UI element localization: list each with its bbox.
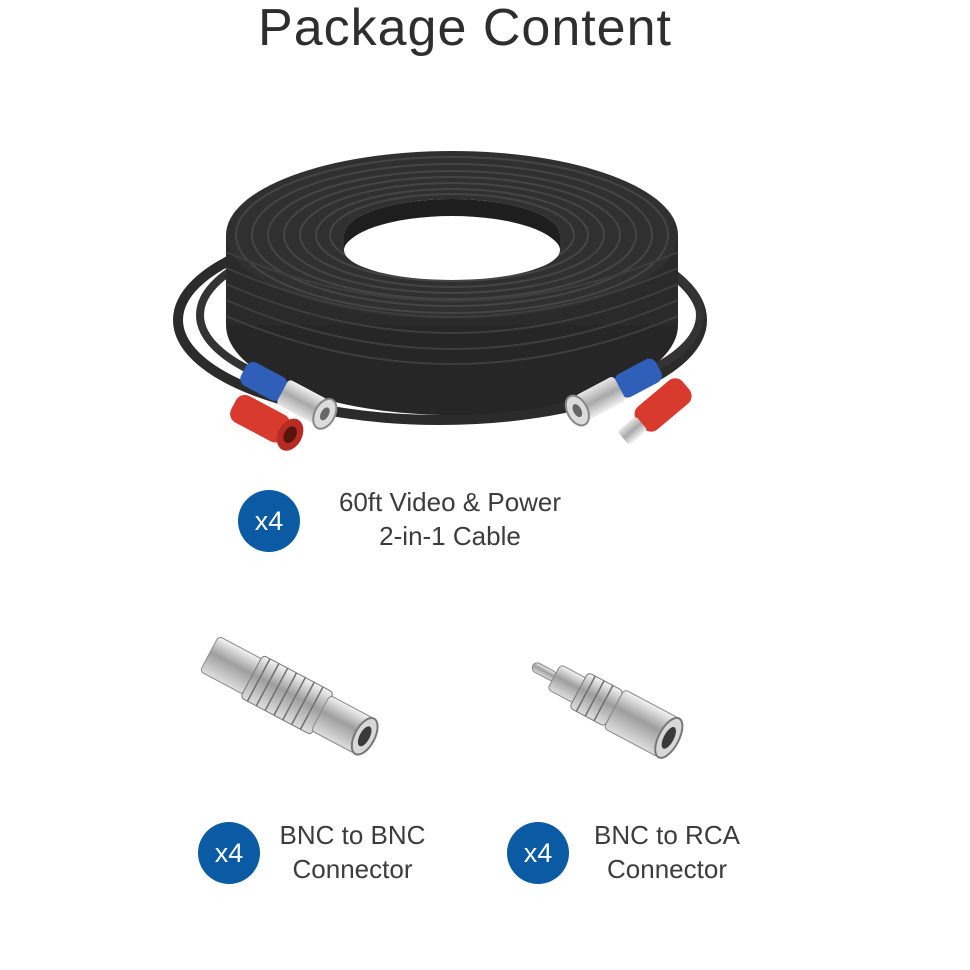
bnc-to-rca-caption-line2: Connector (607, 854, 727, 884)
quantity-badge-bnc-to-bnc: x4 (198, 822, 260, 884)
page-title: Package Content (258, 0, 672, 57)
quantity-badge-bnc-to-rca: x4 (507, 822, 569, 884)
cable-coil-image (173, 151, 707, 451)
bnc-to-bnc-image (200, 636, 379, 756)
cable-caption-line1: 60ft Video & Power (338, 487, 562, 517)
bnc-to-rca-caption: BNC to RCA Connector (582, 818, 752, 886)
bnc-to-bnc-caption-line2: Connector (292, 854, 413, 884)
quantity-badge-cable: x4 (238, 490, 300, 552)
cable-caption: 60ft Video & Power 2-in-1 Cable (320, 485, 580, 553)
bnc-to-rca-image (531, 662, 684, 759)
bnc-to-bnc-caption: BNC to BNC Connector (270, 818, 435, 886)
bnc-to-bnc-caption-line1: BNC to BNC (279, 820, 426, 850)
bnc-to-rca-caption-line1: BNC to RCA (594, 820, 740, 850)
cable-caption-line2: 2-in-1 Cable (379, 521, 521, 551)
